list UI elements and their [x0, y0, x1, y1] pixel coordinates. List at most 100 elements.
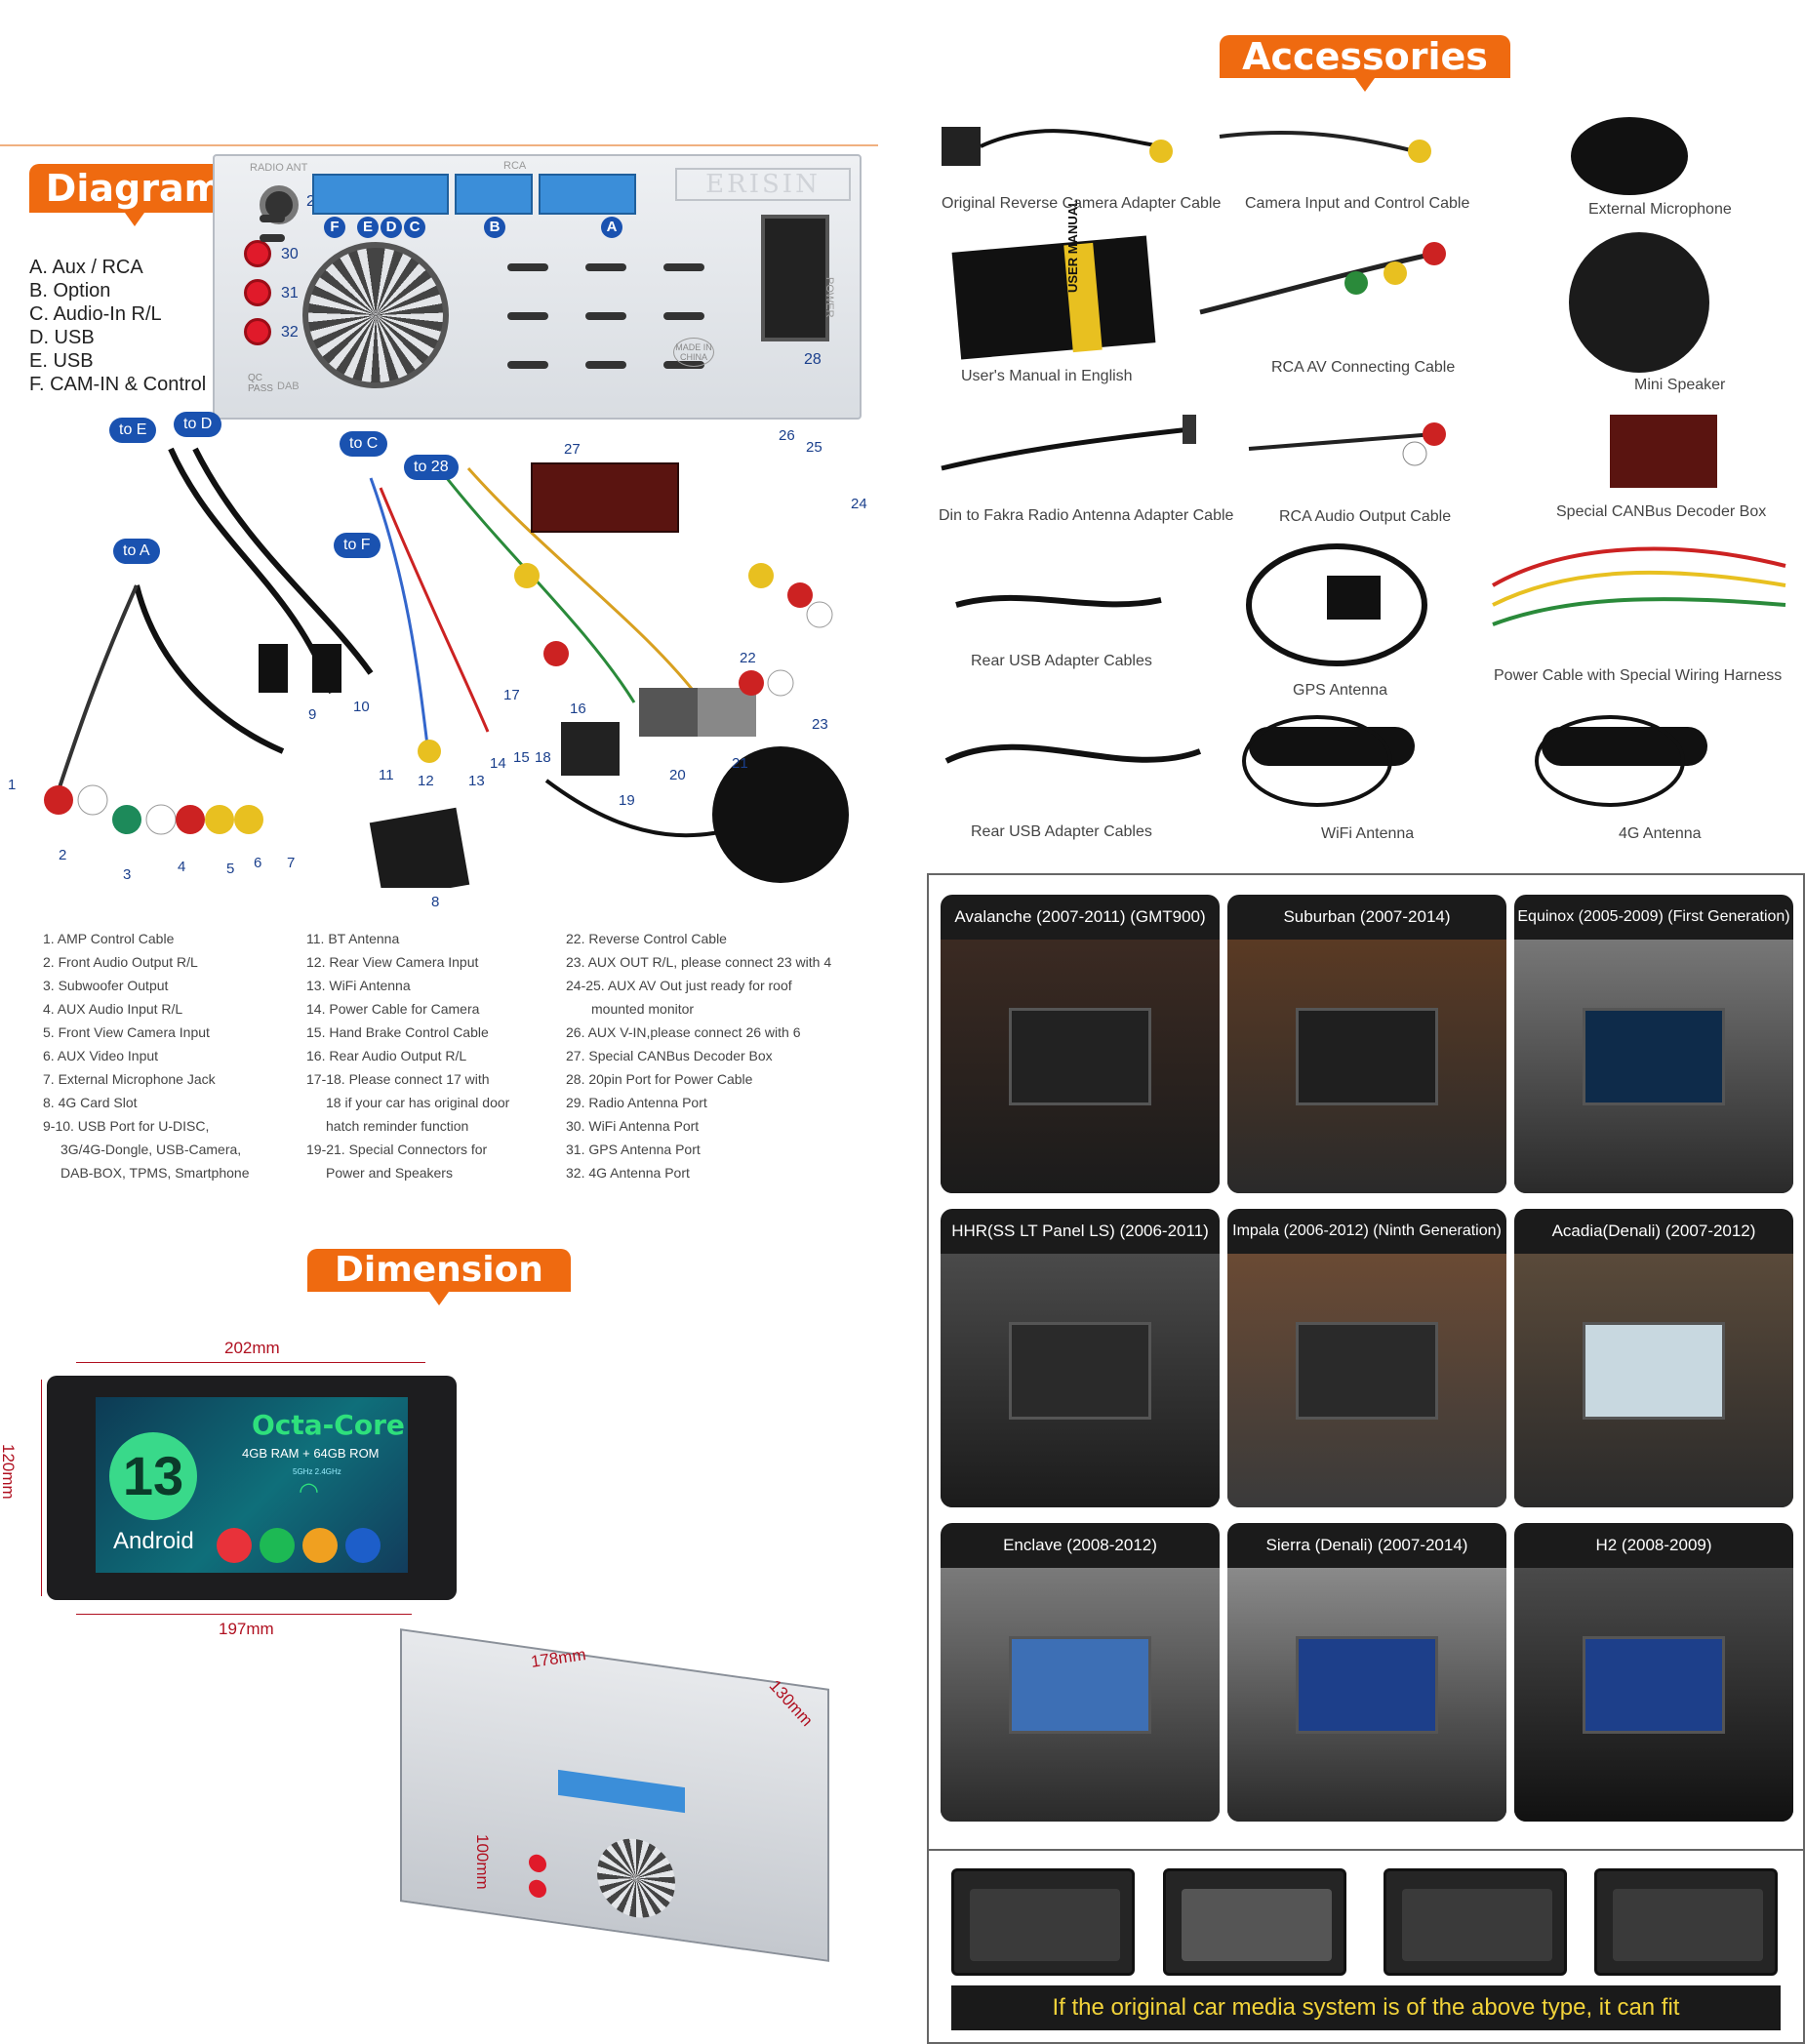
vehicle-compatibility-panel: Avalanche (2007-2011) (GMT900) Suburban …	[927, 873, 1805, 2044]
dimension-line	[76, 1614, 412, 1615]
connector-number: 19	[619, 792, 635, 809]
dashboard-radio	[1296, 1322, 1438, 1420]
description-line: 1. AMP Control Cable	[43, 931, 175, 946]
connector-callout: to E	[109, 418, 157, 443]
port-number: 28	[804, 351, 822, 368]
port-letter-badge: C	[404, 217, 425, 238]
vehicle-card: Suburban (2007-2014)	[1227, 895, 1506, 1193]
rca-label: RCA	[503, 160, 527, 172]
connector-callout: to 28	[404, 455, 459, 480]
app-icon	[217, 1528, 252, 1563]
accessory-label: User's Manual in English	[961, 368, 1133, 384]
wifi-icon: ◠	[299, 1478, 319, 1504]
dimension-tag: Dimension	[307, 1249, 571, 1305]
connector-number: 26	[779, 427, 795, 444]
legend-item: D. USB	[29, 327, 95, 348]
port-letter-badge: F	[324, 217, 345, 238]
description-line: Power and Speakers	[326, 1165, 453, 1181]
brand-logo: ERISIN	[675, 168, 851, 201]
connector-number: 11	[379, 767, 394, 783]
legend-item: C. Audio-In R/L	[29, 303, 162, 325]
vehicle-title: Acadia(Denali) (2007-2012)	[1551, 1222, 1756, 1240]
accessory-label: Rear USB Adapter Cables	[971, 653, 1152, 669]
app-icon	[302, 1528, 338, 1563]
original-stereo-unit	[1163, 1868, 1346, 1976]
vehicle-card: Enclave (2008-2012)	[941, 1523, 1220, 1822]
accessories-tag: Accessories	[1220, 35, 1510, 92]
vent-slot	[585, 263, 626, 271]
aux-port-block	[539, 174, 636, 215]
connector-number: 23	[812, 716, 828, 733]
accessory-label: Camera Input and Control Cable	[1245, 195, 1470, 212]
connector-number: 27	[564, 441, 581, 458]
description-line: 7. External Microphone Jack	[43, 1071, 216, 1087]
description-line: 9-10. USB Port for U-DISC,	[43, 1118, 210, 1134]
dashboard-navigation	[1583, 1322, 1725, 1420]
netflix-icon	[345, 1528, 381, 1563]
connector-number: 5	[226, 861, 235, 877]
wifi-band-label: 5GHz 2.4GHz	[293, 1467, 341, 1476]
description-line: 23. AUX OUT R/L, please connect 23 with …	[566, 954, 832, 970]
description-line: 8. 4G Card Slot	[43, 1095, 138, 1110]
vehicle-card: Acadia(Denali) (2007-2012)	[1514, 1209, 1793, 1507]
port-number: 31	[281, 285, 299, 301]
vent-slot	[663, 263, 704, 271]
description-line: 29. Radio Antenna Port	[566, 1095, 707, 1110]
vehicle-card: Equinox (2005-2009) (First Generation)	[1514, 895, 1793, 1193]
vehicle-dashboard-photo	[1514, 940, 1793, 1193]
vehicle-dashboard-photo	[1227, 940, 1506, 1193]
octa-core-headline: Octa-Core	[252, 1409, 405, 1441]
port-number: 30	[281, 246, 299, 262]
vehicle-title: Enclave (2008-2012)	[1003, 1536, 1157, 1554]
accessory-label: Din to Fakra Radio Antenna Adapter Cable	[939, 507, 1234, 524]
connector-number: 21	[732, 755, 748, 772]
connector-number: 14	[490, 755, 506, 772]
vehicle-title: HHR(SS LT Panel LS) (2006-2011)	[951, 1222, 1209, 1240]
connector-callout: to D	[174, 412, 222, 437]
chassis-fan	[597, 1833, 675, 1923]
vehicle-dashboard-photo	[941, 940, 1220, 1193]
description-line: 11. BT Antenna	[306, 931, 400, 946]
description-line: 6. AUX Video Input	[43, 1048, 159, 1063]
diagram-tag: Diagram	[29, 164, 239, 226]
vehicle-card: HHR(SS LT Panel LS) (2006-2011)	[941, 1209, 1220, 1507]
description-line: 2. Front Audio Output R/L	[43, 954, 198, 970]
wifi-antenna-port	[244, 240, 271, 267]
port-letter-badge: D	[381, 217, 402, 238]
original-stereo-unit	[1384, 1868, 1567, 1976]
vehicle-title: Suburban (2007-2014)	[1283, 907, 1451, 926]
legend-item: B. Option	[29, 280, 111, 301]
vehicle-dashboard-photo	[941, 1568, 1220, 1822]
connector-number: 25	[806, 439, 822, 456]
description-line: 3G/4G-Dongle, USB-Camera,	[60, 1142, 242, 1157]
description-line: 4. AUX Audio Input R/L	[43, 1001, 183, 1017]
accessory-label: WiFi Antenna	[1321, 825, 1415, 842]
port-letter-badge: B	[484, 217, 505, 238]
connector-number: 16	[570, 701, 586, 717]
width-dimension-top: 202mm	[224, 1339, 280, 1357]
accessory-label: GPS Antenna	[1293, 682, 1387, 699]
description-line: DAB-BOX, TPMS, Smartphone	[60, 1165, 250, 1181]
dimension-line	[76, 1362, 425, 1363]
description-line: 19-21. Special Connectors for	[306, 1142, 488, 1157]
head-unit-screen: Octa-Core 4GB RAM + 64GB ROM 5GHz 2.4GHz…	[96, 1397, 408, 1573]
legend-item: F. CAM-IN & Control	[29, 374, 207, 395]
description-line: 28. 20pin Port for Power Cable	[566, 1071, 753, 1087]
vent-slot	[585, 361, 626, 369]
accessory-label: RCA Audio Output Cable	[1279, 508, 1452, 525]
description-line: 31. GPS Antenna Port	[566, 1142, 701, 1157]
connector-number: 24	[851, 496, 867, 512]
vehicle-dashboard-photo	[1514, 1254, 1793, 1507]
description-line: 26. AUX V-IN,please connect 26 with 6	[566, 1024, 801, 1040]
legend-item: A. Aux / RCA	[29, 257, 143, 278]
connector-number: 9	[308, 706, 317, 723]
connector-callout: to A	[113, 539, 160, 564]
vehicle-dashboard-photo	[1227, 1254, 1506, 1507]
dashboard-navigation	[1296, 1636, 1438, 1734]
connector-number: 20	[669, 767, 686, 783]
description-column: 22. Reverse Control Cable 23. AUX OUT R/…	[566, 927, 831, 1184]
vehicle-title: Sierra (Denali) (2007-2014)	[1265, 1536, 1468, 1554]
accessory-label: 4G Antenna	[1619, 825, 1702, 842]
connector-number: 12	[418, 773, 434, 789]
vehicle-card: Sierra (Denali) (2007-2014)	[1227, 1523, 1506, 1822]
